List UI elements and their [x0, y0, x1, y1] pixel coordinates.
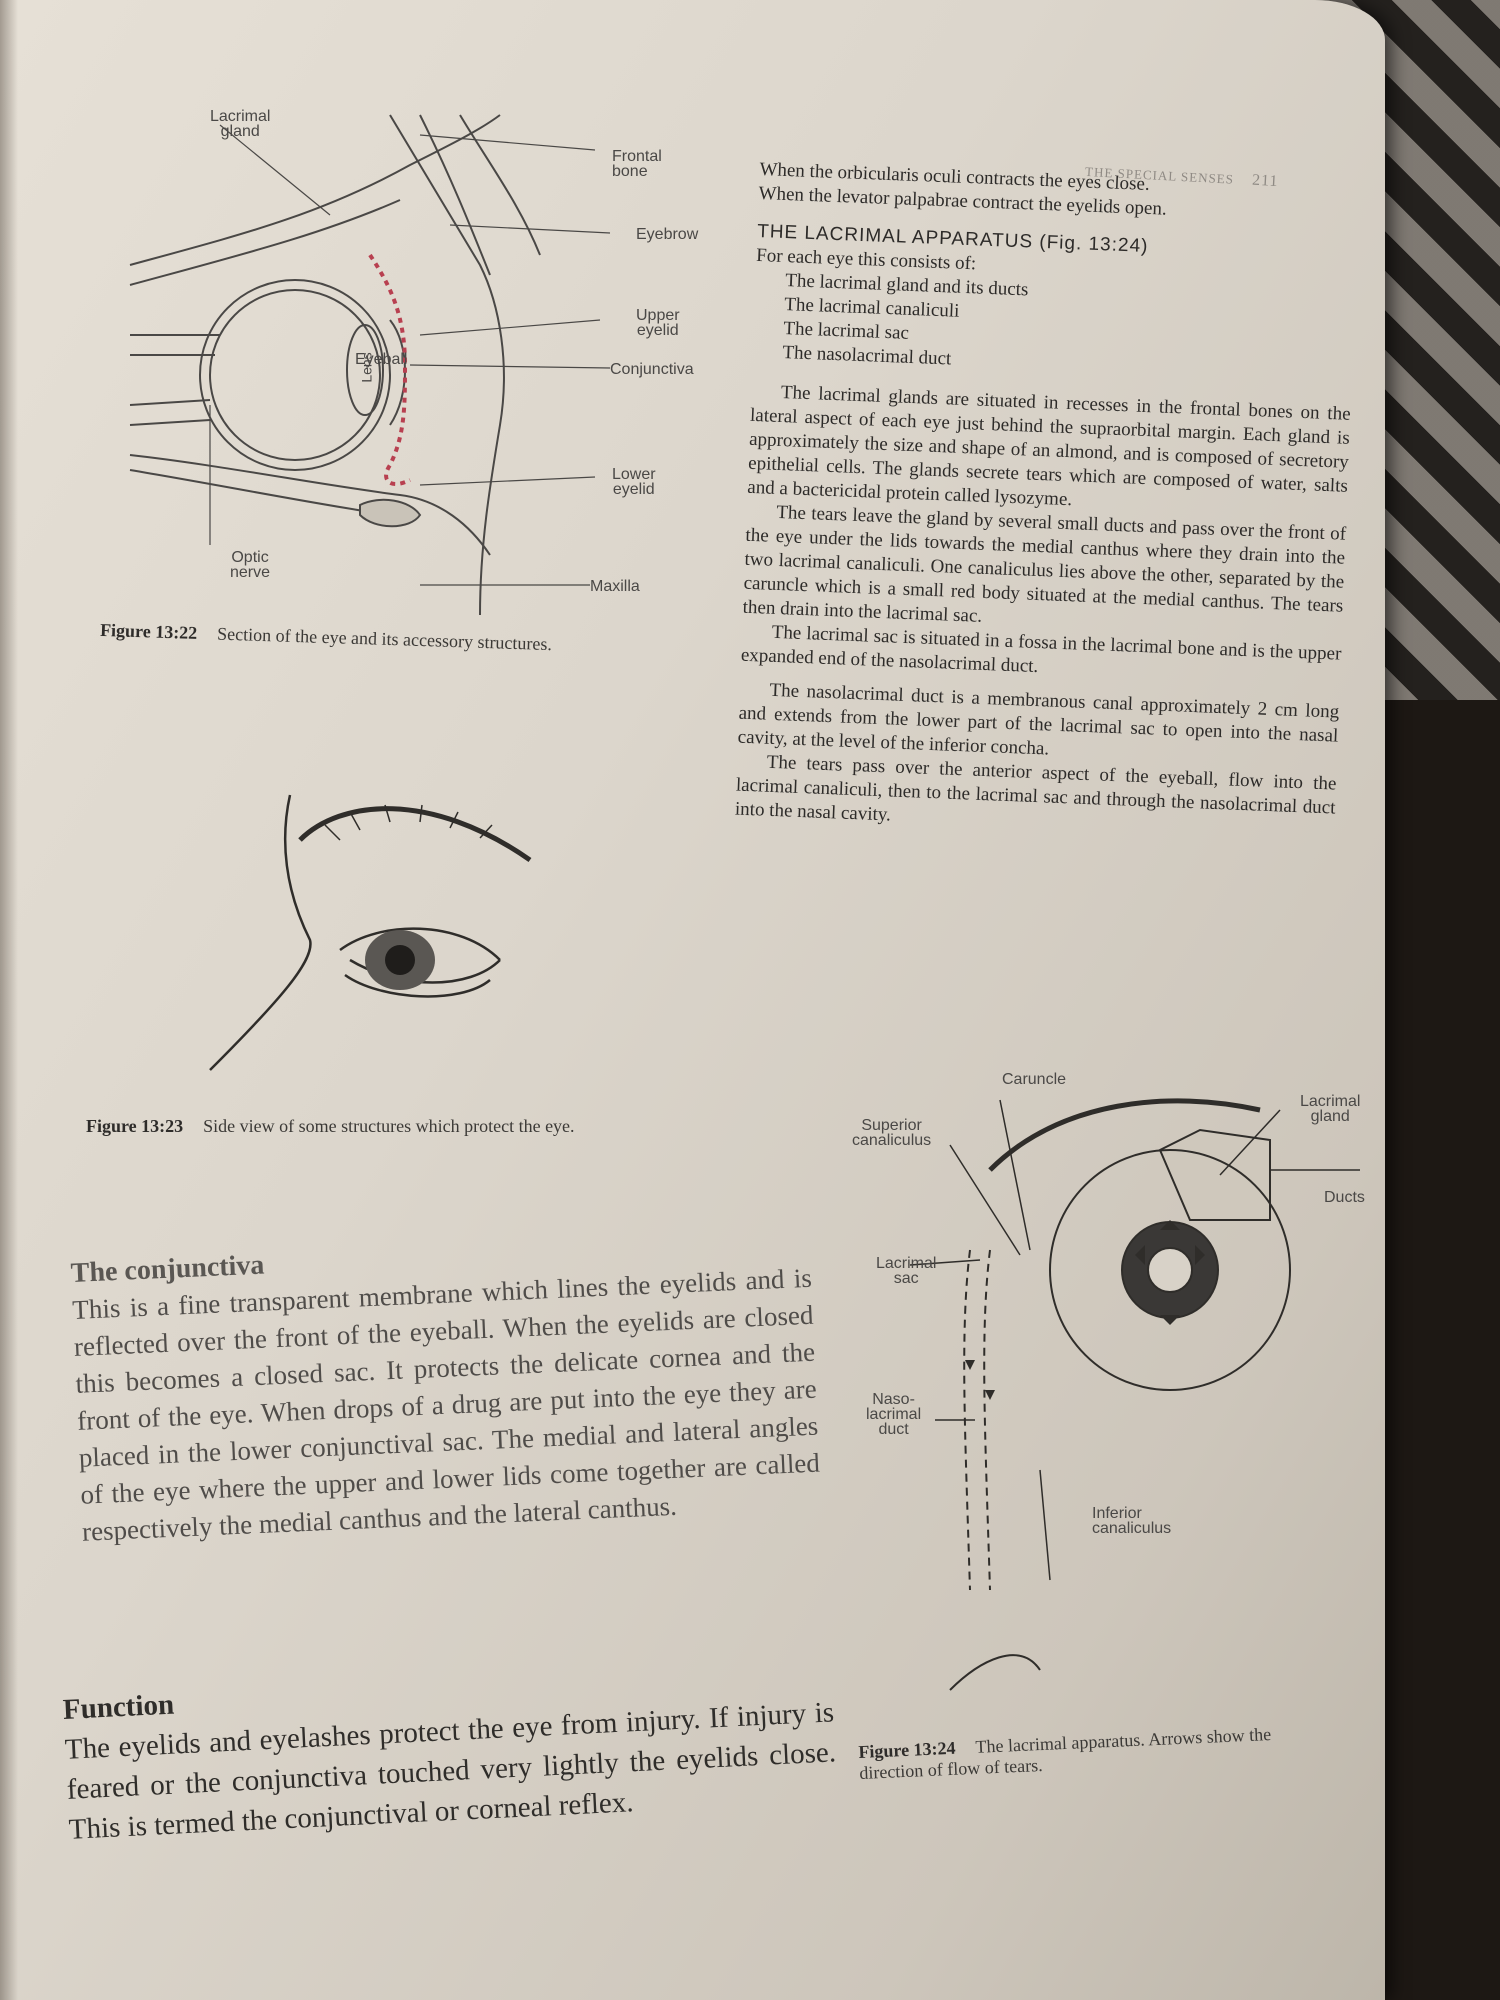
paragraph-tears-leave: The tears leave the gland by several sma…	[742, 501, 1347, 627]
label-lens: Lens	[358, 352, 375, 383]
label-eyeball: Eyeball	[355, 351, 408, 368]
paragraph-lacrimal-glands: The lacrimal glands are situated in rece…	[746, 381, 1351, 511]
label-upper-eyelid: Upper eyelid	[636, 307, 680, 339]
label-maxilla: Maxilla	[590, 578, 640, 595]
lacrimal-apparatus-diagram	[909, 1098, 1360, 1691]
side-view-eye-drawing	[209, 794, 532, 1071]
caption-number: Figure 13:23	[86, 1116, 184, 1136]
label-caruncle: Caruncle	[1002, 1071, 1067, 1088]
book-page: THE SPECIAL SENSES 211	[0, 0, 1385, 2000]
label-conjunctiva: Conjunctiva	[610, 361, 694, 378]
label-optic-nerve: Optic nerve	[230, 549, 271, 581]
label-lower-eyelid: Lower eyelid	[612, 466, 656, 498]
label-eyebrow: Eyebrow	[636, 226, 699, 243]
figure-13-22-caption: Figure 13:22 Section of the eye and its a…	[100, 620, 552, 655]
label-frontal-bone: Frontal bone	[612, 148, 662, 180]
label-ducts: Ducts	[1324, 1189, 1365, 1206]
label-lacrimal-gland: Lacrimal gland	[210, 108, 271, 140]
figure-13-24-lacrimal-apparatus: Caruncle Lacrimal gland Superior canalic…	[840, 1070, 1380, 1710]
lacrimal-apparatus-text: When the orbicularis oculi contracts the…	[735, 158, 1360, 845]
label-lacrimal-gland: Lacrimal gland	[1300, 1093, 1361, 1125]
caption-text: Section of the eye and its accessory str…	[216, 623, 553, 655]
function-section: Function The eyelids and eyelashes prote…	[62, 1652, 839, 1849]
label-lacrimal-sac: Lacrimal sac	[876, 1255, 937, 1287]
conjunctiva-paragraph: This is a fine transparent membrane whic…	[71, 1262, 821, 1547]
label-superior-canaliculus: Superior canaliculus	[852, 1117, 932, 1149]
figure-13-23-caption: Figure 13:23 Side view of some structures…	[86, 1116, 575, 1137]
label-inferior-canaliculus: Inferior canaliculus	[1092, 1505, 1172, 1537]
caption-text: Side view of some structures which prote…	[203, 1116, 575, 1136]
label-nasolacrimal-duct: Naso- lacrimal duct	[866, 1391, 922, 1438]
figure-13-22-eye-section: Lacrimal gland Frontal bone Eyebrow Uppe…	[120, 105, 710, 625]
conjunctiva-outline	[368, 253, 411, 486]
figure-13-23-side-view	[200, 780, 700, 1100]
eye-section-diagram	[129, 114, 611, 616]
caption-number: Figure 13:22	[99, 619, 198, 643]
page-edge-shadow	[0, 0, 18, 2000]
conjunctiva-section: The conjunctiva This is a fine transpare…	[70, 1223, 822, 1551]
